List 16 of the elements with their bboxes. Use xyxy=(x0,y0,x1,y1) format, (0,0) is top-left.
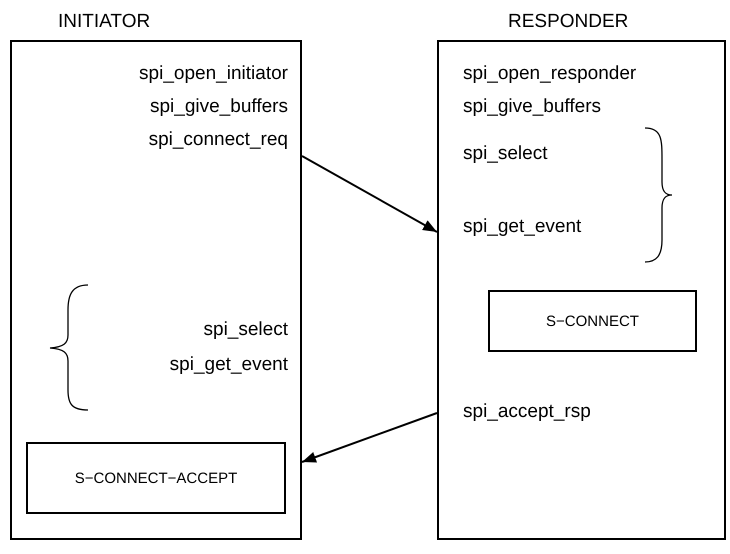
function-call-label: spi_connect_req xyxy=(148,128,288,152)
column-heading: INITIATOR xyxy=(58,10,150,34)
event-box: S−CONNECT−ACCEPT xyxy=(26,442,286,514)
function-call-label: spi_accept_rsp xyxy=(463,400,591,424)
function-call-label: spi_select xyxy=(463,142,548,166)
column-heading: RESPONDER xyxy=(508,10,628,34)
function-call-label: spi_give_buffers xyxy=(463,95,602,119)
function-call-label: spi_open_initiator xyxy=(139,62,288,86)
function-call-label: spi_open_responder xyxy=(463,62,636,86)
arrow xyxy=(302,412,438,463)
event-box: S−CONNECT xyxy=(488,290,697,352)
arrow xyxy=(302,155,438,233)
function-call-label: spi_get_event xyxy=(463,215,582,239)
function-call-label: spi_select xyxy=(204,318,288,342)
function-call-label: spi_give_buffers xyxy=(150,95,288,119)
function-call-label: spi_get_event xyxy=(170,353,288,377)
